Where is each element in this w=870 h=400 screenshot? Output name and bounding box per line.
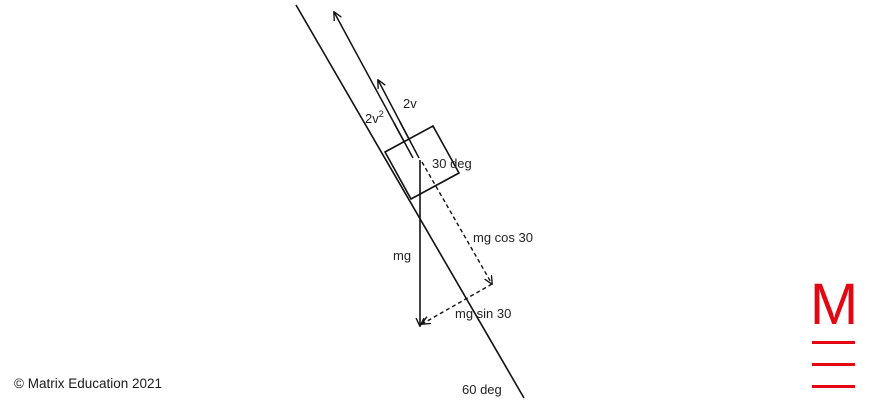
label-2v2: 2v2 — [365, 109, 384, 126]
label-incline-angle: 60 deg — [462, 382, 502, 397]
label-block-angle: 30 deg — [432, 156, 472, 171]
incline-line — [295, 4, 525, 399]
matrix-logo-letter: M — [810, 272, 858, 337]
label-mg-cos: mg cos 30 — [473, 230, 533, 245]
logo-bar-bottom — [812, 385, 855, 388]
matrix-logo: M — [810, 272, 858, 388]
arrow-mg-cos — [421, 161, 492, 284]
label-mg: mg — [393, 248, 411, 263]
label-2v: 2v — [403, 96, 417, 111]
label-mg-sin: mg sin 30 — [455, 306, 511, 321]
logo-bar-middle — [812, 363, 855, 366]
logo-bar-top — [812, 341, 855, 344]
copyright-text: © Matrix Education 2021 — [14, 376, 163, 391]
